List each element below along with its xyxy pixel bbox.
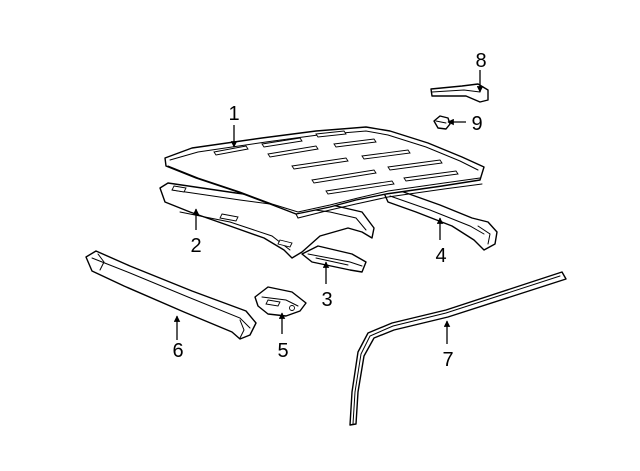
callout-4: 4 [435, 245, 446, 267]
callout-labels: 1 2 3 4 5 6 7 8 9 [172, 50, 486, 371]
roof-bow [301, 245, 367, 273]
callout-6: 6 [172, 340, 183, 362]
callout-9: 9 [471, 113, 482, 135]
bracket [254, 286, 307, 317]
leader-lines [173, 70, 484, 344]
callout-5: 5 [277, 340, 288, 362]
weatherstrip [349, 271, 567, 426]
callout-2: 2 [190, 235, 201, 257]
callout-8: 8 [475, 50, 486, 72]
callout-1: 1 [228, 103, 239, 125]
roof-panel [164, 126, 485, 219]
rear-header [85, 250, 257, 340]
molding-end [430, 83, 489, 103]
clip [433, 115, 451, 130]
callout-3: 3 [321, 289, 332, 311]
callout-7: 7 [442, 349, 453, 371]
